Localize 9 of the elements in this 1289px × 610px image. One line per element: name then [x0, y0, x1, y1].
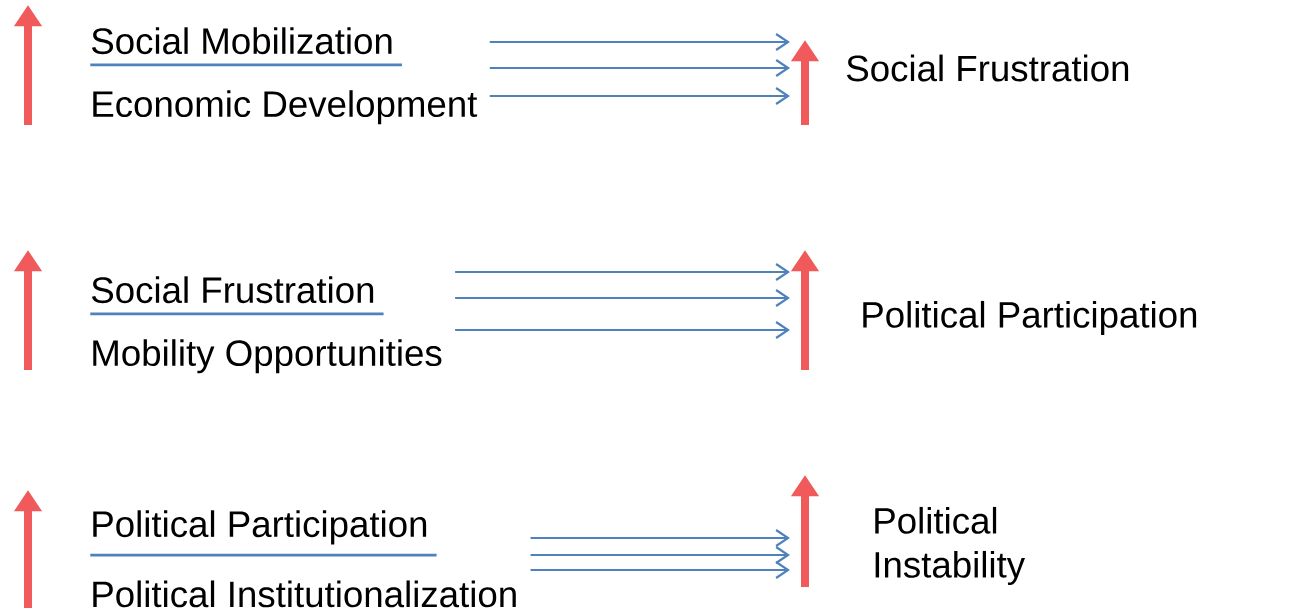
- fraction-text: Social Mobilization Economic Development: [90, 27, 478, 125]
- arrow: [489, 59, 791, 77]
- fraction-text: Social Frustration Mobility Opportunities: [90, 276, 442, 374]
- result-text: Political Participation: [863, 300, 1197, 336]
- arrow: [455, 289, 790, 307]
- result-text: Social Frustration: [846, 54, 1129, 82]
- arrow: [530, 546, 790, 564]
- result-text: Political Instability: [875, 506, 1025, 586]
- fraction-text: Political Participation Political Institutionalization: [90, 510, 516, 608]
